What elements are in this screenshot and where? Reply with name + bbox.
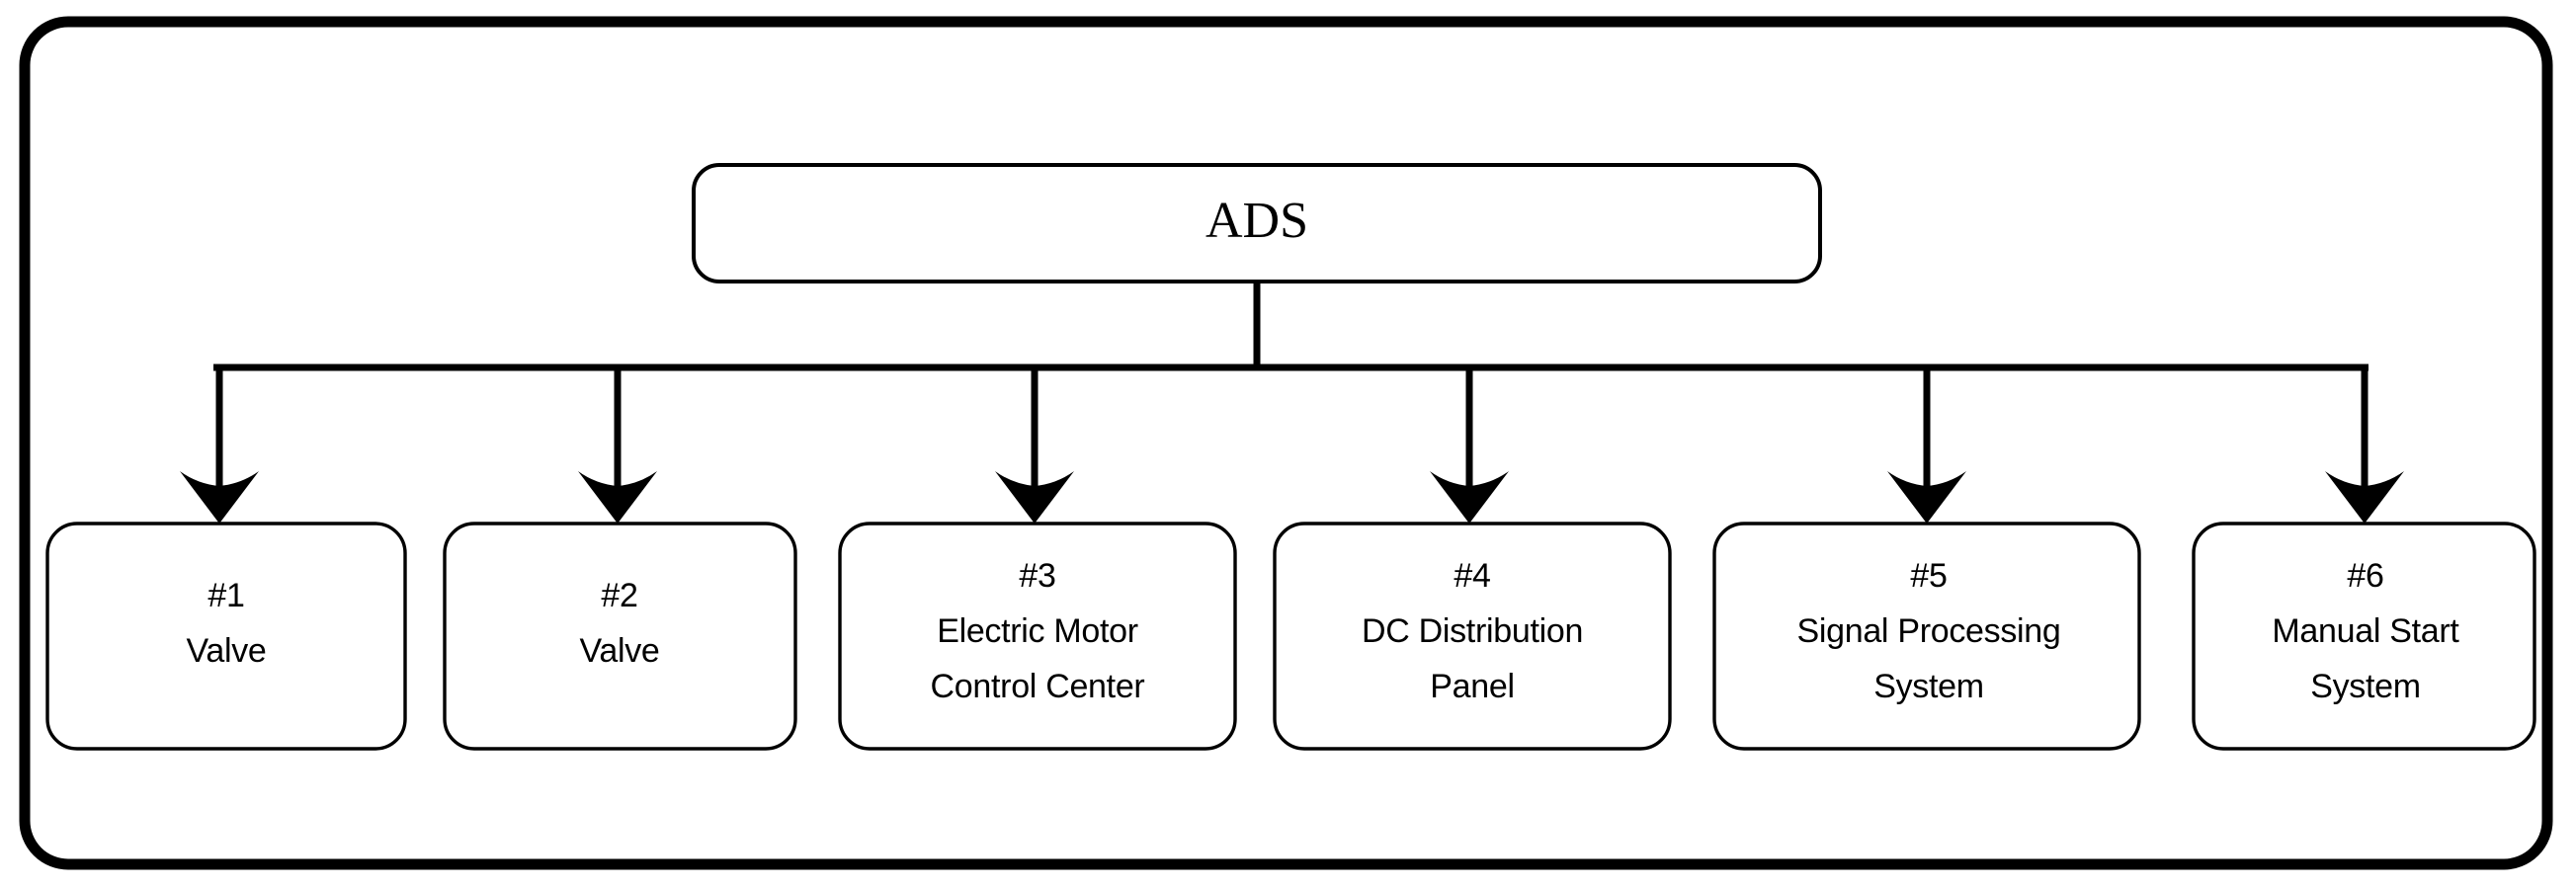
node-2[interactable]: #2 Valve: [443, 522, 797, 751]
node-4-line3: Panel: [1430, 668, 1514, 705]
node-ads[interactable]: ADS: [692, 163, 1822, 283]
connector-drop-5: [1887, 364, 1966, 524]
connector-drop-4: [1430, 364, 1509, 524]
node-ads-label: ADS: [1205, 193, 1308, 249]
node-2-box[interactable]: [443, 522, 797, 751]
node-6-line1: #6: [2347, 557, 2383, 595]
node-5-box[interactable]: [1712, 522, 2141, 751]
node-4-box[interactable]: [1273, 522, 1672, 751]
connector-drop-6: [2325, 364, 2404, 524]
node-2-line1: #2: [601, 577, 637, 614]
node-6[interactable]: #6 Manual Start System: [2192, 522, 2536, 751]
node-1-line2: Valve: [186, 632, 266, 670]
node-3-line2: Electric Motor: [937, 612, 1138, 650]
node-3[interactable]: #3 Electric Motor Control Center: [838, 522, 1237, 751]
node-4-line2: DC Distribution: [1362, 612, 1583, 650]
node-2-line2: Valve: [579, 632, 659, 670]
node-5-line3: System: [1873, 668, 1984, 705]
node-4[interactable]: #4 DC Distribution Panel: [1273, 522, 1672, 751]
node-6-line2: Manual Start: [2272, 612, 2459, 650]
node-5[interactable]: #5 Signal Processing System: [1712, 522, 2141, 751]
outer-boundary: [19, 16, 2553, 870]
connector-drop-1: [180, 364, 259, 524]
node-3-line1: #3: [1019, 557, 1055, 595]
node-6-box[interactable]: [2192, 522, 2536, 751]
arrow-head-6: [2325, 471, 2404, 524]
connector-drop-3: [995, 364, 1074, 524]
arrow-head-4: [1430, 471, 1509, 524]
arrow-head-1: [180, 471, 259, 524]
connector-drop-2: [578, 364, 657, 524]
node-6-line3: System: [2310, 668, 2421, 705]
node-1-line1: #1: [208, 577, 244, 614]
node-5-line1: #5: [1910, 557, 1947, 595]
arrow-head-2: [578, 471, 657, 524]
arrow-head-5: [1887, 471, 1966, 524]
node-4-line1: #4: [1454, 557, 1490, 595]
node-1[interactable]: #1 Valve: [45, 522, 407, 751]
node-3-box[interactable]: [838, 522, 1237, 751]
node-1-box[interactable]: [45, 522, 407, 751]
arrow-head-3: [995, 471, 1074, 524]
node-5-line2: Signal Processing: [1796, 612, 2060, 650]
node-3-line3: Control Center: [931, 668, 1145, 705]
